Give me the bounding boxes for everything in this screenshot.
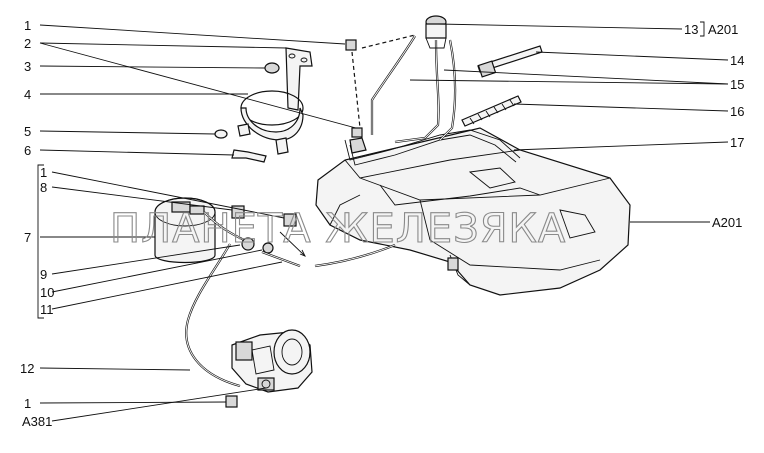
tank-fitting <box>349 137 367 154</box>
filler-neck-15 <box>370 15 457 144</box>
label-1-top: 1 <box>24 18 31 33</box>
label-6: 6 <box>24 143 31 158</box>
label-12: 12 <box>20 361 34 376</box>
label-7: 7 <box>24 230 31 245</box>
dashed-link-top <box>361 34 416 49</box>
dashed-link-down <box>351 51 361 129</box>
label-5: 5 <box>24 124 31 139</box>
washer-5 <box>214 129 228 139</box>
fuel-tank <box>315 127 631 296</box>
label-a201-right: A201 <box>712 215 742 230</box>
bracket-assembly <box>214 47 313 163</box>
label-2: 2 <box>24 36 31 51</box>
fitting-11 <box>262 242 274 254</box>
nut-2 <box>351 127 363 138</box>
label-14: 14 <box>730 53 744 68</box>
label-a381: A381 <box>22 414 52 429</box>
label-17: 17 <box>730 135 744 150</box>
nut-3 <box>264 62 280 74</box>
fuel-filter-7 <box>154 197 245 264</box>
label-1-mid: 1 <box>40 165 47 180</box>
watermark: ПЛАНЕТА ЖЕЛЕЗЯКА <box>110 206 566 252</box>
label-16: 16 <box>730 104 744 119</box>
label-13: 13 <box>684 22 698 37</box>
throttle-body <box>231 329 313 393</box>
clamp-16 <box>461 95 522 127</box>
label-10: 10 <box>40 285 54 300</box>
clamp-14 <box>477 45 543 78</box>
bolt-6 <box>231 149 267 163</box>
label-3: 3 <box>24 59 31 74</box>
label-8: 8 <box>40 180 47 195</box>
clip-8 <box>231 205 245 219</box>
label-4: 4 <box>24 87 31 102</box>
nut-1-top <box>345 39 357 51</box>
leader-arrow <box>279 231 306 257</box>
clip-1-bottom <box>225 395 238 408</box>
leader-lines <box>39 23 729 422</box>
label-15: 15 <box>730 77 744 92</box>
tank-bracket <box>447 257 459 271</box>
group-bracket-13 <box>700 21 705 37</box>
fitting-10 <box>241 237 255 251</box>
label-9: 9 <box>40 267 47 282</box>
label-1-bottom: 1 <box>24 396 31 411</box>
label-a201-top: A201 <box>708 22 738 37</box>
group-bracket-left <box>37 164 44 319</box>
clip-1-mid <box>283 213 297 227</box>
label-11: 11 <box>40 302 54 317</box>
